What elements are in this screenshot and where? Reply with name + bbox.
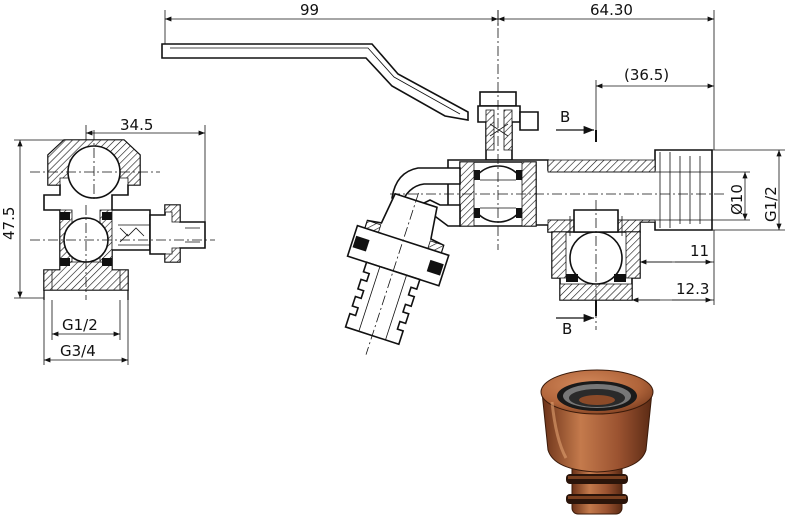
section-label-bottom: B xyxy=(562,320,572,338)
dim-handle-length: 99 xyxy=(300,1,319,19)
front-section-view xyxy=(161,10,725,355)
dim-outlet-thread: G1/2 xyxy=(762,186,780,222)
dim-outlet-offset: (36.5) xyxy=(624,66,669,84)
side-view-dimensions: 34.5 47.5 G1/2 G3/4 xyxy=(0,116,206,365)
dim-outlet-height: 12.3 xyxy=(676,280,709,298)
dim-thread-length: 11 xyxy=(690,242,709,260)
dim-spout-length: 64.30 xyxy=(590,1,633,19)
dim-inlet-thread-outer: G3/4 xyxy=(60,342,96,360)
hose-adapter-image xyxy=(540,369,654,515)
dim-height: 47.5 xyxy=(0,207,18,240)
side-view xyxy=(30,130,215,300)
section-marker-bottom: B xyxy=(556,300,597,338)
dim-bore: Ø10 xyxy=(728,184,746,215)
dim-inlet-thread-inner: G1/2 xyxy=(62,316,98,334)
section-label-top: B xyxy=(560,108,570,126)
front-view-dimensions: 99 64.30 (36.5) xyxy=(164,1,715,150)
outlet-dimensions: Ø10 G1/2 11 12.3 xyxy=(632,149,785,305)
dim-side-depth: 34.5 xyxy=(120,116,153,134)
section-marker-top: B xyxy=(556,108,597,142)
